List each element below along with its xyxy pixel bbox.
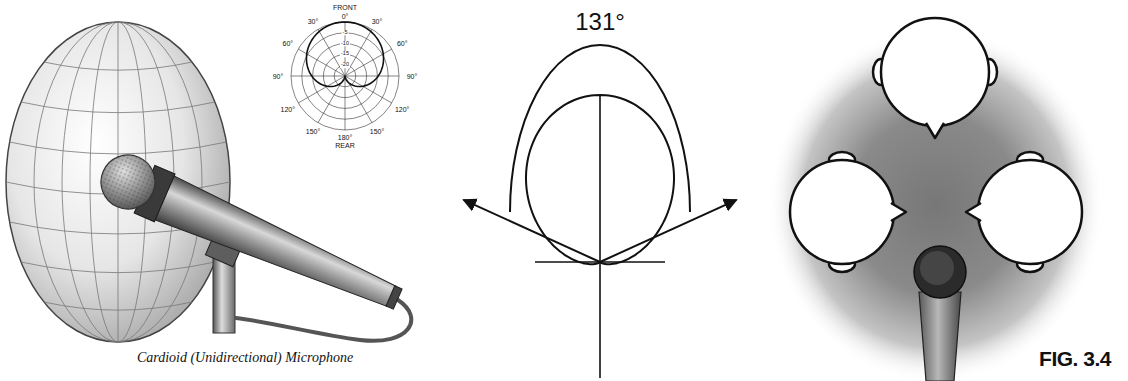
pickup-angle-diagram [464, 45, 737, 378]
figure-number: FIG. 3.4 [1039, 348, 1111, 369]
figure-caption: Cardioid (Unidirectional) Microphone [137, 351, 353, 365]
grille-mesh [92, 146, 163, 217]
mic-grille [92, 146, 163, 217]
mic-handle [919, 292, 961, 381]
plot-heading: REAR [335, 142, 354, 149]
polar-grid [291, 22, 399, 130]
polar-spoke [345, 76, 399, 77]
head [978, 160, 1082, 264]
polar-spoke [298, 49, 345, 76]
polar-spoke [345, 76, 346, 130]
polar-spoke [345, 49, 392, 76]
mesh-line [21, 102, 215, 113]
angle-label: 120° [395, 106, 409, 113]
head-top-view [790, 152, 906, 272]
polar-ring [291, 22, 399, 130]
angle-label: 90° [407, 73, 418, 80]
mesh-line [44, 302, 192, 310]
angle-arrow [464, 200, 601, 262]
balloon-outline [6, 22, 230, 342]
head-top-view [966, 152, 1082, 272]
mesh-line [44, 62, 192, 70]
mesh-line [21, 262, 215, 273]
db-label: -5 [342, 30, 349, 36]
angle-arc [510, 45, 690, 212]
polar-spoke [291, 76, 345, 77]
db-label: -20 [340, 62, 350, 68]
db-label: -10 [340, 41, 350, 47]
polar-plot [291, 22, 399, 130]
head [881, 18, 989, 126]
angle-label: 180° [338, 133, 352, 140]
angle-label: 150° [370, 128, 384, 135]
nose [966, 203, 981, 221]
angle-arrow [600, 200, 737, 262]
axis-vertical [599, 95, 601, 378]
angle-label: 60° [397, 40, 408, 47]
angle-value: 131° [575, 10, 625, 34]
polar-response-curve [306, 22, 383, 87]
pickup-pattern-balloon [6, 22, 230, 342]
handheld-microphone [89, 146, 409, 332]
angle-label: 120° [281, 106, 295, 113]
mic-head [914, 246, 966, 298]
angle-label: 60° [283, 40, 294, 47]
mic-body [153, 175, 401, 319]
angle-label: 30° [372, 17, 383, 24]
polar-spoke [345, 76, 392, 103]
angle-label: 150° [306, 128, 320, 135]
nose [891, 203, 906, 221]
angle-label: 30° [308, 17, 319, 24]
singers-scene [768, 18, 1104, 381]
mic-head-highlight [920, 251, 954, 285]
polar-spoke [298, 76, 345, 103]
angle-label: 90° [273, 73, 284, 80]
balloon-mesh [6, 22, 230, 342]
head-top-view [873, 18, 997, 138]
mesh-line [10, 142, 227, 154]
nose [926, 123, 944, 138]
head [790, 160, 894, 264]
db-label: -15 [340, 52, 350, 58]
mic-tail [386, 286, 402, 309]
plot-heading: FRONT [333, 4, 357, 11]
angle-label: 0° [342, 13, 349, 20]
